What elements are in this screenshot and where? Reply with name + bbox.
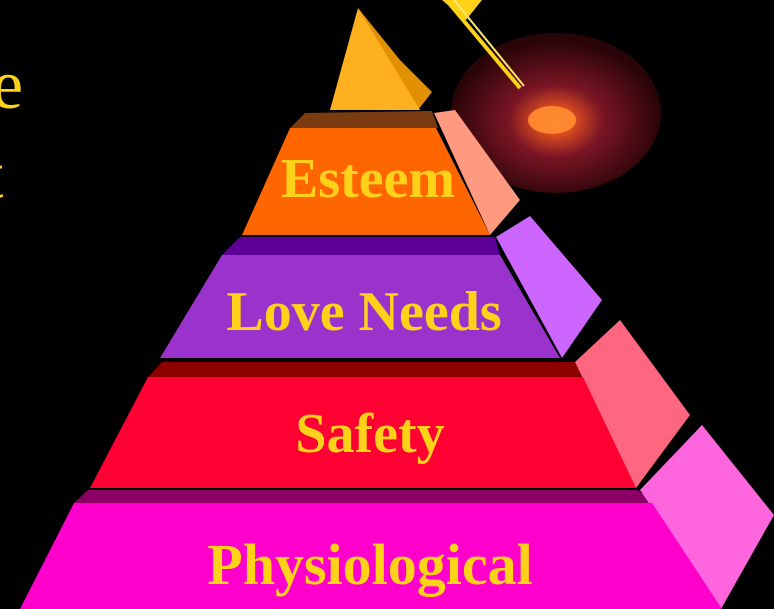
pyramid-level-love-needs <box>160 216 602 358</box>
level-label-esteem: Esteem <box>281 148 455 210</box>
pyramid-apex <box>330 8 432 110</box>
lightning-bolt-icon <box>442 0 525 90</box>
pyramid-level-physiological <box>20 425 774 609</box>
glow-core <box>528 106 576 134</box>
cropped-text-fragment-1: e <box>0 47 23 124</box>
level-label-physiological: Physiological <box>207 532 532 597</box>
level-label-love-needs: Love Needs <box>226 281 501 343</box>
level-label-safety: Safety <box>295 403 444 465</box>
pyramid-level-safety <box>90 320 690 488</box>
pyramid-level-esteem <box>242 110 520 235</box>
cropped-text-fragment-2: t <box>0 137 4 214</box>
